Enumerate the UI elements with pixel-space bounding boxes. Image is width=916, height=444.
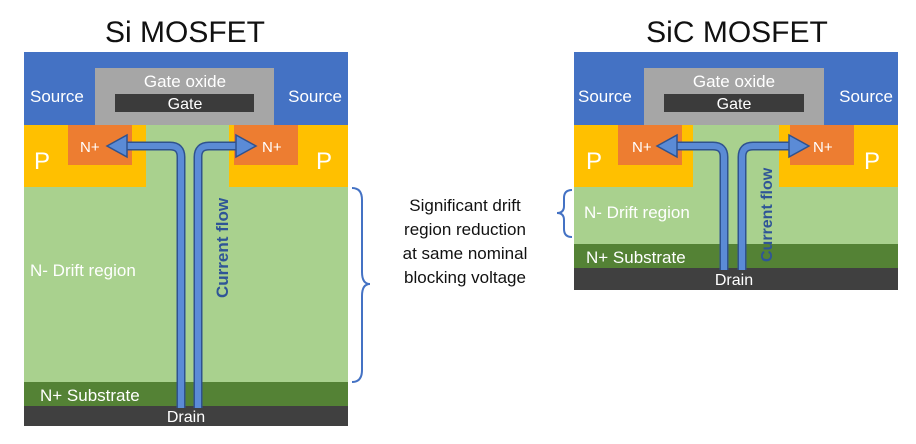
si-n-plus-left-label: N+ [80,139,100,156]
si-source-left-label: Source [30,87,84,106]
sic-p-right-label: P [864,148,880,175]
sic-source-left-label: Source [578,87,632,106]
si-current-arrowhead-right [235,133,258,159]
sic-gate-label: Gate [717,96,752,113]
sic-current-arrowhead-left [655,133,678,159]
si-current-flow-label: Current flow [213,197,232,298]
si-p-right-label: P [316,148,332,175]
sic-title: SiC MOSFET [646,16,828,49]
annotation-line-4: blocking voltage [404,268,526,287]
si-source-right-label: Source [288,87,342,106]
si-substrate [24,382,348,406]
sic-drain-label: Drain [715,272,753,289]
sic-n-plus-left-label: N+ [632,139,652,156]
si-current-arrowhead-left [105,133,128,159]
sic-drift-label: N- Drift region [584,203,690,222]
annotation-line-2: region reduction [404,220,526,239]
sic-p-left-label: P [586,148,602,175]
sic-current-arrow-left [676,143,727,270]
si-drain-label: Drain [167,409,205,426]
si-n-plus-right-label: N+ [262,139,282,156]
si-gate-label: Gate [168,96,203,113]
sic-n-plus-right-label: N+ [813,139,833,156]
annotation-line-3: at same nominal [403,244,528,263]
si-drift-bracket [351,187,371,383]
sic-drift-bracket [556,189,573,238]
sic-substrate [574,244,898,268]
si-substrate-label: N+ Substrate [40,386,140,405]
si-p-left-label: P [34,148,50,175]
sic-current-arrowhead-right [788,133,811,159]
sic-mosfet: SiC MOSFET Source Source Gate oxide Gate… [574,16,898,290]
si-drain [24,406,348,426]
sic-substrate-label: N+ Substrate [586,248,686,267]
annotation-line-1: Significant drift [409,196,521,215]
sic-gate-oxide-label: Gate oxide [693,72,775,91]
drift-reduction-annotation: Significant drift region reduction at sa… [351,187,573,383]
si-gate [115,94,254,112]
sic-source-right-label: Source [839,87,893,106]
sic-gate [664,94,804,112]
si-gate-oxide-label: Gate oxide [144,72,226,91]
si-drift-label: N- Drift region [30,261,136,280]
sic-current-flow-label: Current flow [759,167,776,262]
si-mosfet: Si MOSFET Source Source Gate oxide Gate … [24,16,348,426]
si-current-arrow-left [126,143,184,408]
sic-drain [574,268,898,290]
sic-current-arrow-right [739,143,790,270]
si-title: Si MOSFET [105,16,265,49]
si-current-arrow-right [195,143,237,408]
